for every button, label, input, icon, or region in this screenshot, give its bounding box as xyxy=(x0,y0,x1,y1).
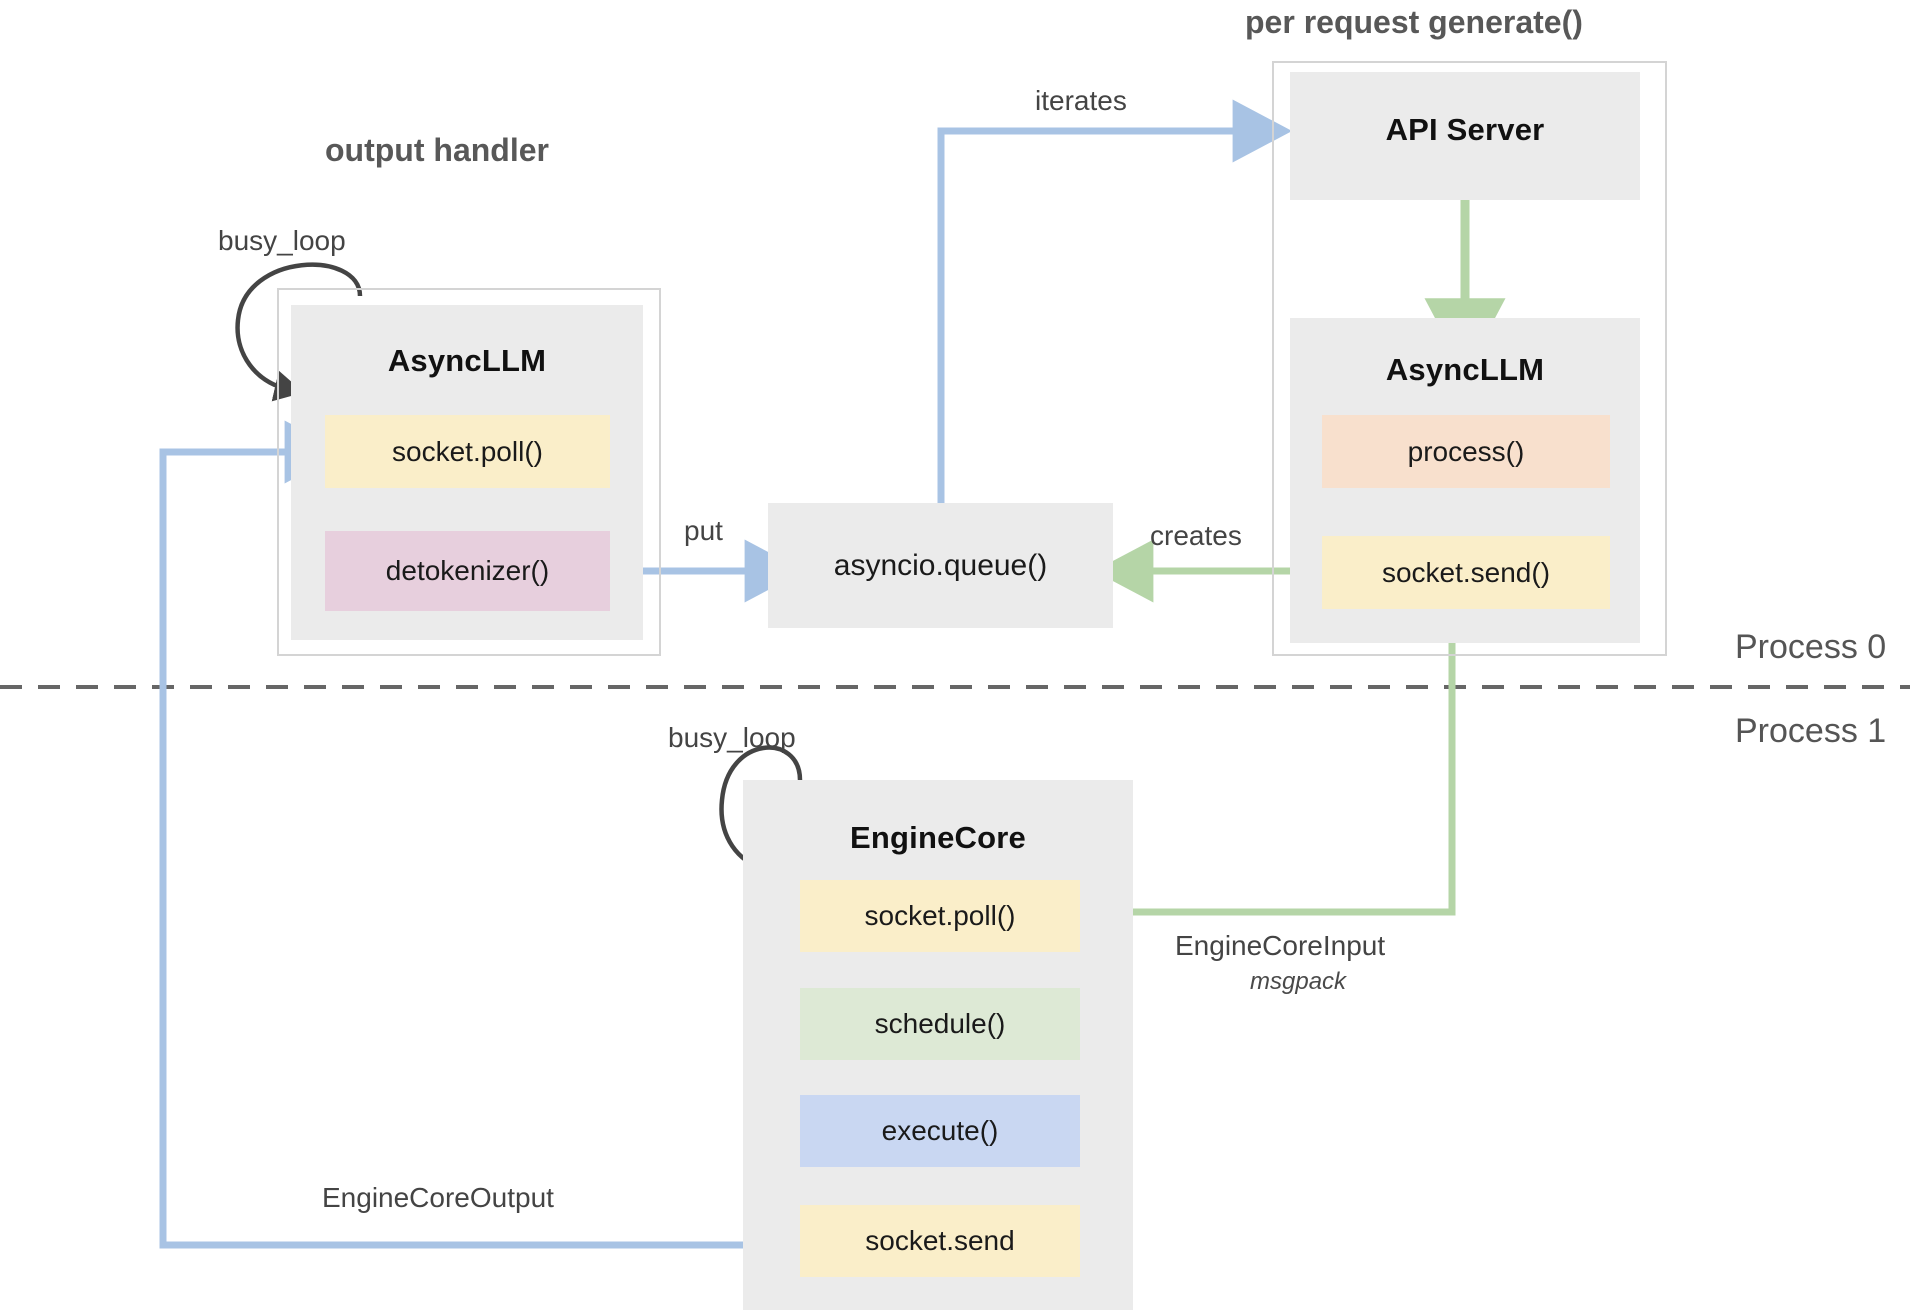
chip-enginecore-socket-send-label: socket.send xyxy=(865,1225,1015,1256)
section-title-output-handler: output handler xyxy=(325,132,549,168)
chip-enginecore-socket-send[interactable]: socket.send xyxy=(800,1205,1080,1277)
asyncio-queue-box[interactable]: asyncio.queue() xyxy=(768,503,1113,628)
enginecore-title: EngineCore xyxy=(850,820,1026,855)
edge-label-enginecore-input-sub: msgpack xyxy=(1250,968,1347,995)
chip-enginecore-schedule-label: schedule() xyxy=(874,1008,1006,1039)
per-request-group xyxy=(1272,61,1667,656)
chip-enginecore-execute-label: execute() xyxy=(881,1115,999,1146)
chip-enginecore-execute[interactable]: execute() xyxy=(800,1095,1080,1167)
chip-asyncllm-socket-send[interactable]: socket.send() xyxy=(1322,536,1610,609)
busy-loop-label-enginecore: busy_loop xyxy=(668,722,796,753)
chip-asyncllm-process[interactable]: process() xyxy=(1322,415,1610,488)
asyncio-queue-label: asyncio.queue() xyxy=(833,548,1048,582)
asyncllm-per-request-title: AsyncLLM xyxy=(1385,352,1545,387)
process-label-top: Process 0 xyxy=(1735,628,1887,666)
chip-asyncllm-process-label: process() xyxy=(1407,435,1525,467)
edge-label-enginecore-output: EngineCoreOutput xyxy=(322,1182,554,1213)
busy-loop-label-asyncllm: busy_loop xyxy=(218,225,346,256)
edge-label-enginecore-input: EngineCoreInput xyxy=(1175,930,1386,961)
output-handler-group xyxy=(277,288,661,656)
chip-enginecore-socket-poll-label: socket.poll() xyxy=(864,900,1016,931)
chip-asyncllm-socket-poll[interactable]: socket.poll() xyxy=(325,415,610,488)
edge-label-put: put xyxy=(684,515,723,546)
chip-enginecore-socket-poll[interactable]: socket.poll() xyxy=(800,880,1080,952)
api-server-title: API Server xyxy=(1385,112,1545,147)
process-label-bottom: Process 1 xyxy=(1735,712,1887,750)
asyncllm-output-handler-title: AsyncLLM xyxy=(387,343,547,378)
chip-enginecore-schedule[interactable]: schedule() xyxy=(800,988,1080,1060)
api-server-box[interactable]: API Server xyxy=(1290,72,1640,200)
edge-label-iterates: iterates xyxy=(1035,85,1127,116)
chip-asyncllm-detokenizer-label: detokenizer() xyxy=(385,555,550,586)
chip-asyncllm-detokenizer[interactable]: detokenizer() xyxy=(325,531,610,611)
chip-asyncllm-socket-poll-label: socket.poll() xyxy=(392,435,543,467)
chip-asyncllm-socket-send-label: socket.send() xyxy=(1381,556,1551,588)
edge-iterates xyxy=(937,99,1293,505)
edge-label-creates: creates xyxy=(1150,520,1242,551)
section-title-per-request: per request generate() xyxy=(1245,4,1583,40)
